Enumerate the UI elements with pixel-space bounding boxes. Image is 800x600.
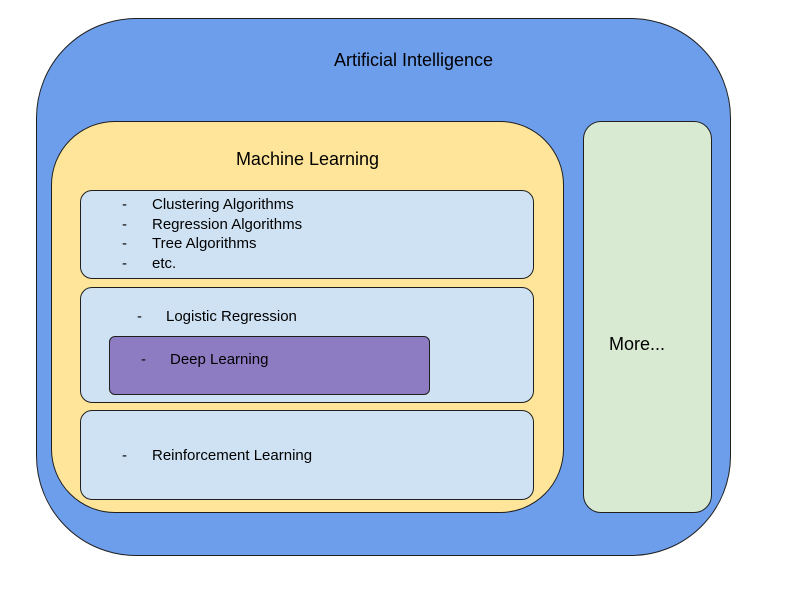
list-item-clustering: Clustering Algorithms bbox=[152, 196, 294, 213]
list-item-tree: Tree Algorithms bbox=[152, 235, 257, 252]
deep-learning-label: Deep Learning bbox=[170, 351, 269, 368]
ai-title: Artificial Intelligence bbox=[333, 50, 494, 70]
ml-title: Machine Learning bbox=[235, 149, 380, 169]
bullet-dash: - bbox=[141, 351, 146, 368]
list-item-etc: etc. bbox=[152, 254, 177, 272]
classic-algorithms-box bbox=[80, 190, 534, 279]
bullet-dash: - bbox=[122, 254, 127, 272]
bullet-dash: - bbox=[122, 215, 127, 233]
deep-learning-box bbox=[109, 336, 430, 395]
bullet-dash: - bbox=[122, 235, 127, 252]
bullet-dash: - bbox=[137, 308, 142, 325]
list-item-regression: Regression Algorithms bbox=[152, 215, 303, 233]
bullet-dash: - bbox=[122, 447, 127, 464]
more-label: More... bbox=[609, 334, 666, 354]
logistic-regression-label: Logistic Regression bbox=[166, 308, 297, 325]
more-container bbox=[583, 121, 712, 513]
reinforcement-learning-box bbox=[80, 410, 534, 500]
bullet-dash: - bbox=[122, 196, 127, 213]
reinforcement-learning-label: Reinforcement Learning bbox=[152, 447, 313, 464]
